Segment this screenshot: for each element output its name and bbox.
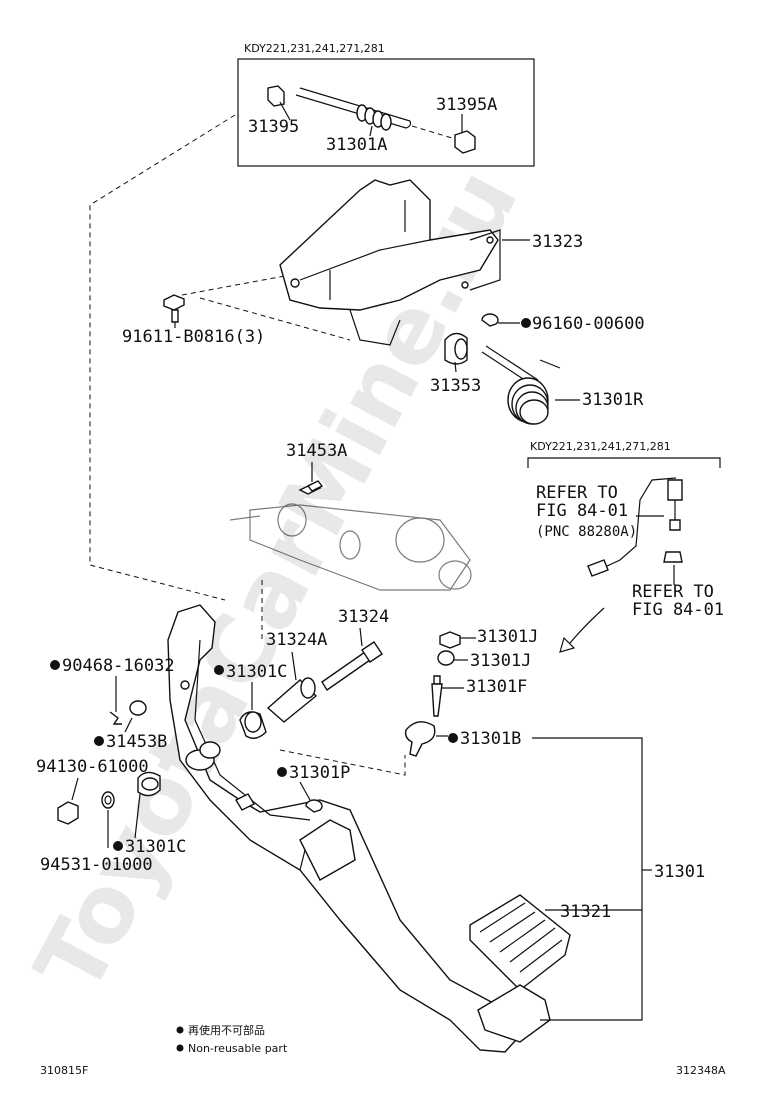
refer-2-line-1: REFER TO <box>632 582 714 602</box>
footer-left-code: 310815F <box>40 1064 88 1077</box>
direction-arrow <box>565 607 605 649</box>
nut-31301j-a <box>439 631 461 649</box>
side-box-caption: KDY221,231,241,271,281 <box>530 440 671 453</box>
clip-31301p <box>305 799 323 813</box>
bushing-31353 <box>444 332 468 365</box>
pedal-pad-31321 <box>469 894 571 991</box>
label-31323: 31323 <box>532 232 583 252</box>
label-31301p: 31301P <box>289 763 350 783</box>
label-31301: 31301 <box>654 862 705 882</box>
clip-31395 <box>267 85 285 107</box>
legend-en: Non-reusable part <box>188 1042 288 1055</box>
bushing-31301c-a <box>239 711 267 739</box>
label-31453b: 31453B <box>106 732 167 752</box>
bolt-31453a <box>298 480 324 495</box>
assembly-bracket <box>532 737 643 1021</box>
non-reusable-dot <box>94 736 104 746</box>
label-31321: 31321 <box>560 902 611 922</box>
footer-right-code: 312348A <box>676 1064 726 1077</box>
spring-31301a <box>356 104 392 131</box>
label-31453a: 31453A <box>286 441 347 461</box>
label-31324: 31324 <box>338 607 389 627</box>
label-31301j-b: 31301J <box>470 651 531 671</box>
label-31395: 31395 <box>248 117 299 137</box>
clip-90468 <box>109 711 122 725</box>
nut-94130 <box>57 801 79 825</box>
non-reusable-dot <box>214 665 224 675</box>
label-31324a: 31324A <box>266 630 327 650</box>
label-31353: 31353 <box>430 376 481 396</box>
refer-2-line-2: FIG 84-01 <box>632 600 724 620</box>
cushion-31453b <box>129 700 147 716</box>
non-reusable-dot <box>50 660 60 670</box>
washer-94531 <box>101 791 115 809</box>
cap-31395a <box>454 130 476 154</box>
bracket-31323 <box>279 179 501 346</box>
label-31301a: 31301A <box>326 135 387 155</box>
refer-1-line-1: REFER TO <box>536 483 618 503</box>
collar-31324a <box>266 677 318 723</box>
bushing-31301c-b <box>137 771 161 797</box>
bolt-31301f <box>431 675 443 717</box>
watermark: ToyotaCarMine.ru <box>15 152 539 1010</box>
stop-switch <box>667 479 683 501</box>
refer-1-line-2: FIG 84-01 <box>536 501 628 521</box>
top-box-caption: KDY221,231,241,271,281 <box>244 42 385 55</box>
label-31301r: 31301R <box>582 390 644 410</box>
non-reusable-dot <box>448 733 458 743</box>
bolt-31324 <box>321 641 383 691</box>
label-31301c-a: 31301C <box>226 662 287 682</box>
stopper-31301b <box>404 721 436 757</box>
label-91611: 91611-B0816(3) <box>122 327 265 347</box>
label-94531: 94531-01000 <box>40 855 153 875</box>
legend: 再使用不可部品 Non-reusable part <box>176 1023 288 1055</box>
label-31301f: 31301F <box>466 677 527 697</box>
non-reusable-dot <box>521 318 531 328</box>
legend-cn: 再使用不可部品 <box>188 1023 265 1037</box>
bolt-91611 <box>163 294 185 323</box>
label-31395a: 31395A <box>436 95 497 115</box>
guide-line-left <box>89 114 236 601</box>
label-31301c-b: 31301C <box>125 837 186 857</box>
clip-96160 <box>481 313 499 327</box>
nut-31301j-b <box>437 650 455 666</box>
label-96160: 96160-00600 <box>532 314 645 334</box>
connector <box>587 559 609 577</box>
non-reusable-dot <box>113 841 123 851</box>
refer-1-line-3: (PNC 88280A) <box>536 524 637 540</box>
non-reusable-dot <box>277 767 287 777</box>
label-94130: 94130-61000 <box>36 757 149 777</box>
top-variant-box: KDY221,231,241,271,281 31395 31301A 3139… <box>237 42 535 167</box>
master-cylinder-phantom <box>229 503 472 591</box>
label-31301b: 31301B <box>460 729 521 749</box>
side-variant-box: KDY221,231,241,271,281 REFER TO FIG 84-0… <box>527 440 724 620</box>
label-31301j-a: 31301J <box>477 627 538 647</box>
spring-31301r <box>481 345 561 425</box>
label-90468: 90468-16032 <box>62 656 175 676</box>
